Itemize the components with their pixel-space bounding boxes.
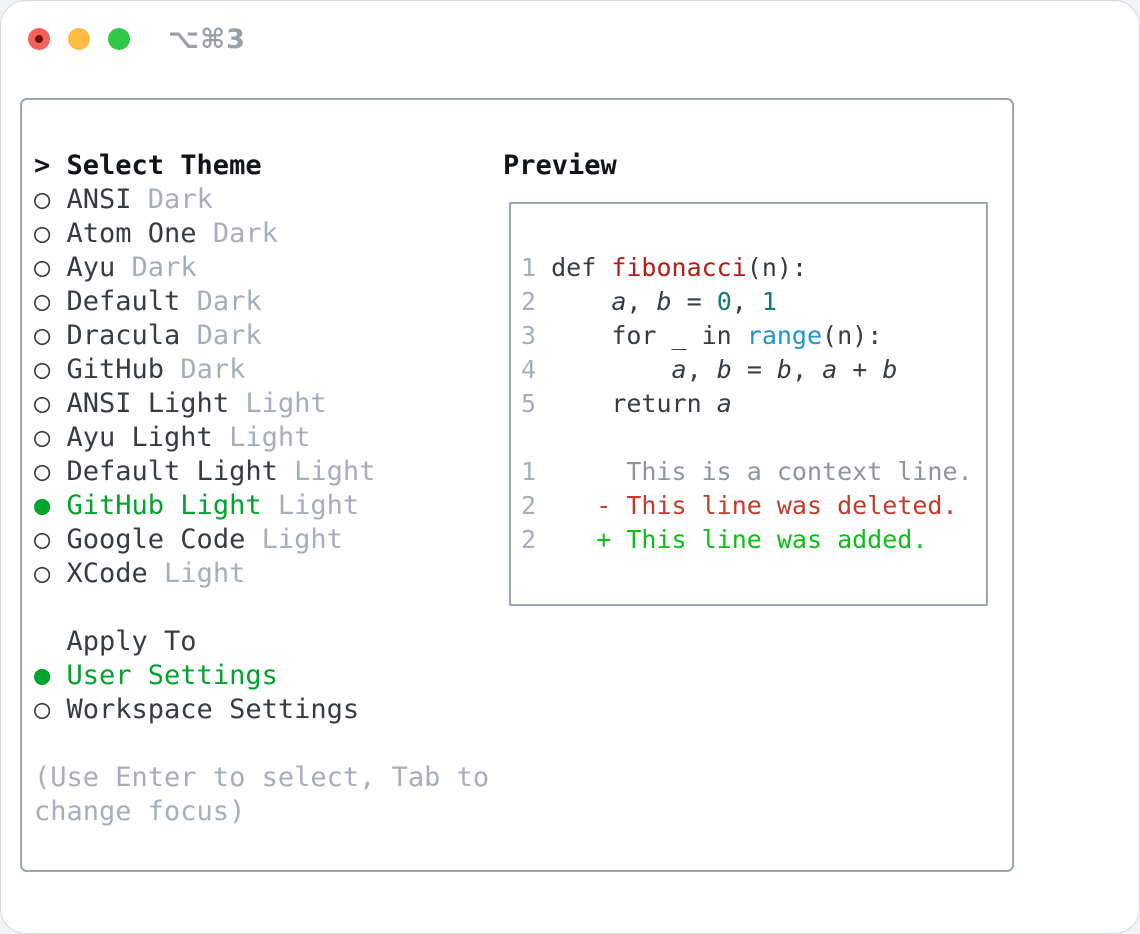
line-number: 3 <box>521 321 552 350</box>
code-line: 1 def fibonacci(n): <box>521 253 808 282</box>
hint-text-line-2: change focus) <box>34 796 246 827</box>
code-line: 1 This is a context line. <box>521 457 973 486</box>
line-number: 4 <box>521 355 552 384</box>
line-number: 2 <box>521 525 552 554</box>
minimize-button[interactable] <box>68 28 90 50</box>
theme-option-ansi-dark[interactable]: ○ ANSI Dark <box>34 184 213 215</box>
spacer <box>34 591 489 625</box>
hint-text-line-1: (Use Enter to select, Tab to <box>34 762 490 793</box>
close-dot-icon <box>35 35 43 43</box>
theme-option-ansi-light-light[interactable]: ○ ANSI Light Light <box>34 388 327 419</box>
spacer <box>34 727 489 761</box>
line-number: 2 <box>521 287 552 316</box>
theme-list: > Select Theme○ ANSI Dark○ Atom One Dark… <box>34 149 489 829</box>
theme-option-ayu-light-light[interactable]: ○ Ayu Light Light <box>34 422 311 453</box>
theme-option-atom-one-dark[interactable]: ○ Atom One Dark <box>34 218 278 249</box>
code-line: 2 a, b = 0, 1 <box>521 287 777 316</box>
select-theme-header: > Select Theme <box>34 150 262 181</box>
theme-option-github-dark[interactable]: ○ GitHub Dark <box>34 354 246 385</box>
code-line: 4 a, b = b, a + b <box>521 355 898 384</box>
theme-option-xcode-light[interactable]: ○ XCode Light <box>34 558 246 589</box>
apply-option-workspace-settings[interactable]: ○ Workspace Settings <box>34 694 360 725</box>
line-number: 1 <box>521 253 552 282</box>
line-number: 1 <box>521 457 552 486</box>
theme-option-github-light-light[interactable]: ● GitHub Light Light <box>34 490 360 521</box>
code-line: 2 - This line was deleted. <box>521 491 958 520</box>
window-shortcut-label: ⌥⌘3 <box>168 24 246 55</box>
line-number: 5 <box>521 389 552 418</box>
line-number <box>521 423 551 452</box>
line-number: 2 <box>521 491 552 520</box>
code-line: 5 return a <box>521 389 732 418</box>
theme-option-google-code-light[interactable]: ○ Google Code Light <box>34 524 343 555</box>
close-button[interactable] <box>28 28 50 50</box>
code-line: 3 for _ in range(n): <box>521 321 883 350</box>
code-line <box>521 423 551 452</box>
preview-box: 1 def fibonacci(n): 2 a, b = 0, 1 3 for … <box>509 202 988 606</box>
apply-option-user-settings[interactable]: ● User Settings <box>34 660 278 691</box>
preview-code: 1 def fibonacci(n): 2 a, b = 0, 1 3 for … <box>511 204 986 557</box>
apply-to-header: Apply To <box>34 626 197 657</box>
theme-option-default-dark[interactable]: ○ Default Dark <box>34 286 262 317</box>
theme-option-dracula-dark[interactable]: ○ Dracula Dark <box>34 320 262 351</box>
theme-option-default-light-light[interactable]: ○ Default Light Light <box>34 456 376 487</box>
zoom-button[interactable] <box>108 28 130 50</box>
preview-title: Preview <box>503 150 617 181</box>
code-line: 2 + This line was added. <box>521 525 928 554</box>
theme-option-ayu-dark[interactable]: ○ Ayu Dark <box>34 252 197 283</box>
